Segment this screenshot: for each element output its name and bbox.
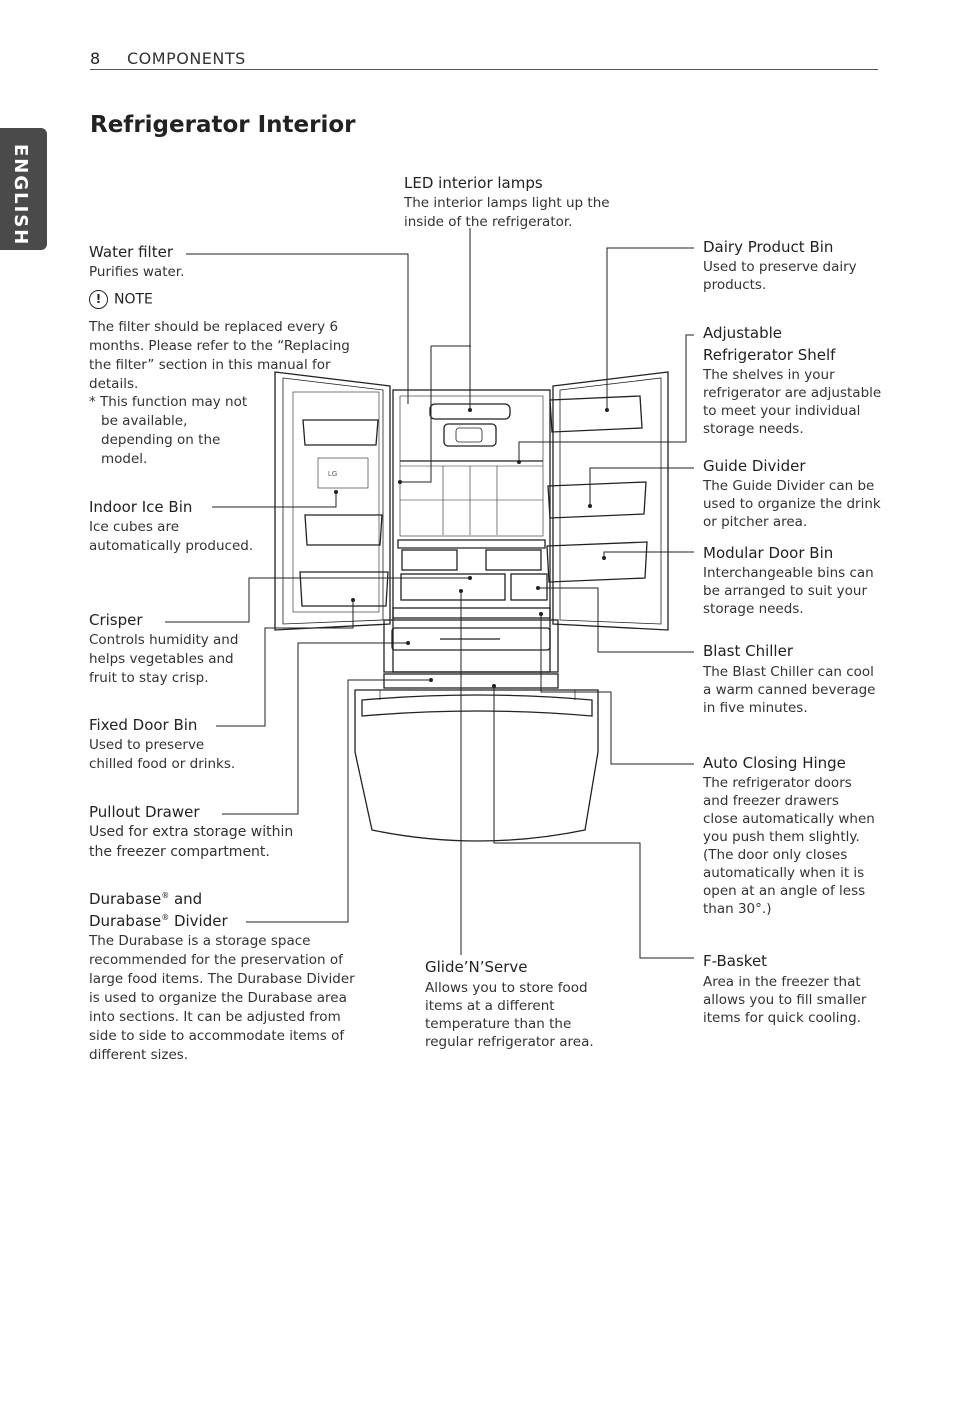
desc-shelf-3: to meet your individual (703, 403, 860, 419)
glide-drawer-front (391, 627, 551, 651)
desc-fixed-2: chilled food or drinks. (89, 756, 235, 772)
desc-blast-1: The Blast Chiller can cool (702, 664, 874, 680)
left-door (274, 371, 391, 631)
desc-guide-3: or pitcher area. (703, 514, 807, 530)
desc-glide-2: items at a different (425, 998, 555, 1014)
desc-crisper-1: Controls humidity and (89, 632, 238, 648)
desc-shelf-2: refrigerator are adjustable (703, 385, 881, 401)
desc-fbasket-2: allows you to fill smaller (703, 992, 867, 1008)
label-water-filter: Water filter (89, 243, 174, 261)
desc-durabase-6: side to side to accommodate items of (89, 1028, 345, 1044)
label-auto-closing-hinge: Auto Closing Hinge (703, 754, 846, 772)
dairy-bin (549, 395, 643, 433)
desc-modular-1: Interchangeable bins can (703, 565, 874, 581)
crisper-drawer-right (510, 573, 548, 601)
desc-shelf-4: storage needs. (703, 421, 804, 437)
desc-water-filter: Purifies water. (89, 264, 184, 280)
desc-fixed-1: Used to preserve (89, 737, 204, 753)
desc-pullout-1: Used for extra storage within (89, 824, 293, 840)
exclamation-icon: ! (89, 290, 108, 309)
guide-bin (547, 481, 647, 519)
page-title: Refrigerator Interior (90, 112, 356, 138)
desc-hinge-1: The refrigerator doors (702, 775, 852, 791)
label-led: LED interior lamps (404, 174, 543, 192)
desc-blast-2: a warm canned beverage (703, 682, 875, 698)
icemaker-logo: LG (328, 471, 337, 478)
desc-hinge-5: (The door only closes (703, 847, 847, 863)
label-durabase-1: Durabase® and (89, 890, 202, 908)
desc-fbasket-1: Area in the freezer that (703, 974, 861, 990)
desc-hinge-2: and freezer drawers (703, 793, 839, 809)
note-bullet: * This function may not be available, de… (89, 394, 248, 467)
language-tab: ENGLISH (0, 128, 47, 250)
crisper-drawer-left (400, 573, 506, 601)
desc-dairy-2: products. (703, 277, 766, 293)
section-title: COMPONENTS (127, 49, 246, 68)
desc-glide-1: Allows you to store food (425, 980, 588, 996)
language-tab-label: ENGLISH (10, 144, 31, 247)
desc-crisper-2: helps vegetables and (89, 651, 234, 667)
freezer-drawer (354, 689, 599, 842)
note-heading: ! NOTE (89, 289, 153, 309)
desc-pullout-2: the freezer compartment. (89, 844, 270, 860)
desc-durabase-1: The Durabase is a storage space (88, 933, 310, 949)
desc-durabase-5: into sections. It can be adjusted from (89, 1009, 341, 1025)
desc-hinge-7: open at an angle of less (703, 883, 865, 899)
label-shelf-1: Adjustable (703, 324, 782, 342)
label-glide-n-serve: Glide’N’Serve (425, 958, 528, 976)
label-blast-chiller: Blast Chiller (703, 642, 794, 660)
header-rule (90, 69, 878, 70)
label-shelf-2: Refrigerator Shelf (703, 346, 836, 364)
desc-hinge-6: automatically when it is (703, 865, 864, 881)
desc-hinge-3: close automatically when (703, 811, 875, 827)
desc-shelf-1: The shelves in your (702, 367, 835, 383)
desc-glide-4: regular refrigerator area. (425, 1034, 594, 1050)
label-modular-door-bin: Modular Door Bin (703, 544, 833, 562)
label-fixed-door-bin: Fixed Door Bin (89, 716, 197, 734)
desc-glide-3: temperature than the (425, 1016, 571, 1032)
desc-hinge-8: than 30°.) (703, 901, 771, 917)
page-number: 8 (90, 49, 101, 68)
label-pullout-drawer: Pullout Drawer (89, 803, 200, 821)
desc-guide-2: used to organize the drink (703, 496, 881, 512)
desc-guide-1: The Guide Divider can be (702, 478, 874, 494)
desc-durabase-7: different sizes. (89, 1047, 188, 1063)
label-dairy-product-bin: Dairy Product Bin (703, 238, 833, 256)
desc-modular-3: storage needs. (703, 601, 804, 617)
modular-bin (546, 541, 648, 583)
cabinet (392, 389, 551, 673)
desc-led-1: The interior lamps light up the (403, 195, 610, 211)
desc-durabase-2: recommended for the preservation of (89, 952, 344, 968)
label-crisper: Crisper (89, 611, 143, 629)
desc-ice-1: Ice cubes are (89, 519, 179, 535)
desc-hinge-4: you push them slightly. (703, 829, 860, 845)
right-door (552, 371, 669, 631)
desc-fbasket-3: items for quick cooling. (703, 1010, 861, 1026)
desc-modular-2: be arranged to suit your (703, 583, 867, 599)
label-durabase-2: Durabase® Divider (89, 912, 228, 930)
desc-durabase-3: large food items. The Durabase Divider (89, 971, 355, 987)
desc-ice-2: automatically produced. (89, 538, 253, 554)
desc-dairy-1: Used to preserve dairy (703, 259, 857, 275)
desc-crisper-3: fruit to stay crisp. (89, 670, 209, 686)
label-indoor-ice-bin: Indoor Ice Bin (89, 498, 192, 516)
label-guide-divider: Guide Divider (703, 457, 806, 475)
note-text: The filter should be replaced every 6 mo… (89, 319, 350, 392)
desc-led-2: inside of the refrigerator. (404, 214, 572, 230)
note-title: NOTE (114, 291, 153, 308)
desc-durabase-4: is used to organize the Durabase area (89, 990, 347, 1006)
desc-blast-3: in five minutes. (703, 700, 808, 716)
label-f-basket: F-Basket (703, 952, 767, 970)
